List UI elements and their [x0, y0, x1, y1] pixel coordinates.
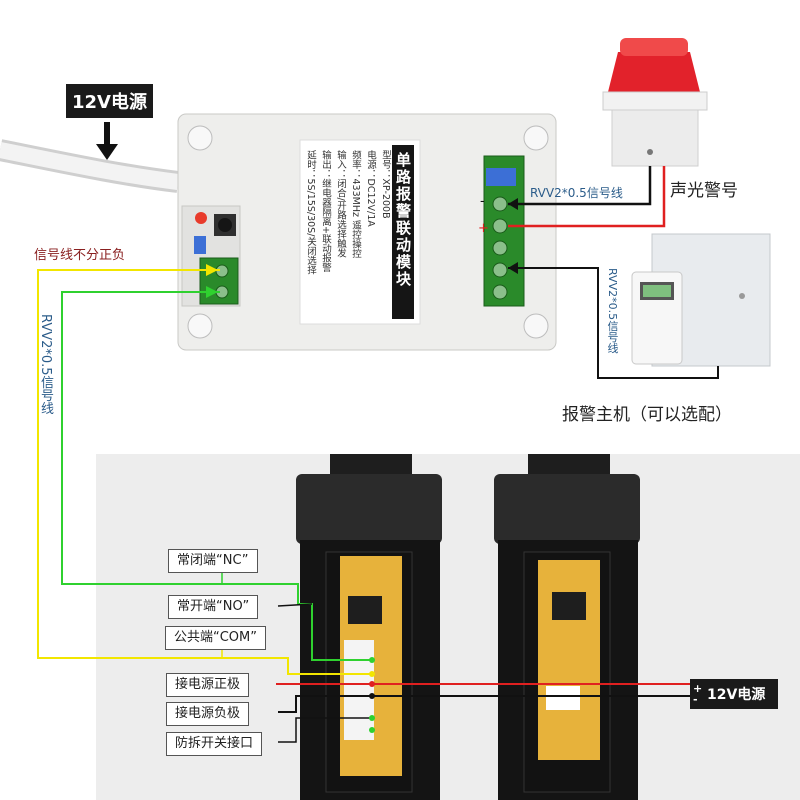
com-terminal-label: 公共端“COM” [165, 626, 266, 650]
alarm-module: - + [177, 113, 557, 351]
power-right-label: 12V电源 [707, 687, 766, 703]
power-positive-label: 接电源正极 [166, 673, 250, 697]
siren-wires [508, 166, 666, 228]
power-arrow [96, 122, 118, 160]
nc-terminal-label: 常闭端“NC” [168, 549, 258, 573]
spec-line: 电源：DC12V/1A [365, 150, 376, 227]
host-label: 报警主机（可以选配） [562, 405, 732, 425]
spec-line: 延时：5S/15S/30S/关闭选择 [305, 150, 316, 275]
siren-label: 声光警号 [670, 181, 738, 201]
power-top-label: 12V电源 [66, 84, 153, 118]
siren-device [602, 38, 708, 167]
power-right-tag: + - 12V电源 [690, 679, 778, 709]
power-cable [0, 139, 180, 193]
svg-text:-: - [480, 194, 485, 209]
alarm-host-device [631, 233, 771, 367]
power-polarity: + - [693, 683, 705, 705]
spec-line: 频率：433MHz 遥控操控 [350, 150, 361, 258]
no-terminal-label: 常开端“NO” [168, 595, 259, 619]
host-wire-label: RVV2*0.5信号线 [606, 268, 619, 354]
siren-wire-label: RVV2*0.5信号线 [530, 186, 623, 200]
module-spec-list: 型号：XP-200B 电源：DC12V/1A 频率：433MHz 遥控操控 输入… [302, 150, 392, 320]
plus-sign: + [693, 682, 703, 695]
sensor-photo [96, 454, 800, 800]
svg-text:+: + [478, 221, 489, 236]
spec-line: 输入：闭合/开路选择触发 [335, 150, 346, 258]
tamper-port-label: 防拆开关接口 [166, 732, 263, 756]
polarity-note: 信号线不分正负 [34, 248, 126, 263]
host-wires [508, 262, 719, 379]
signal-wires [37, 264, 372, 675]
power-negative-label: 接电源负极 [166, 702, 250, 726]
spec-line: 输出：继电器隔离+联动报警 [320, 150, 331, 272]
minus-sign: - [693, 693, 698, 706]
left-wire-label: RVV2*0.5信号线 [38, 314, 53, 415]
terminal-callouts [221, 572, 690, 743]
spec-line: 型号：XP-200B [380, 150, 391, 219]
module-title: 单路报警联动模块 [394, 152, 412, 288]
